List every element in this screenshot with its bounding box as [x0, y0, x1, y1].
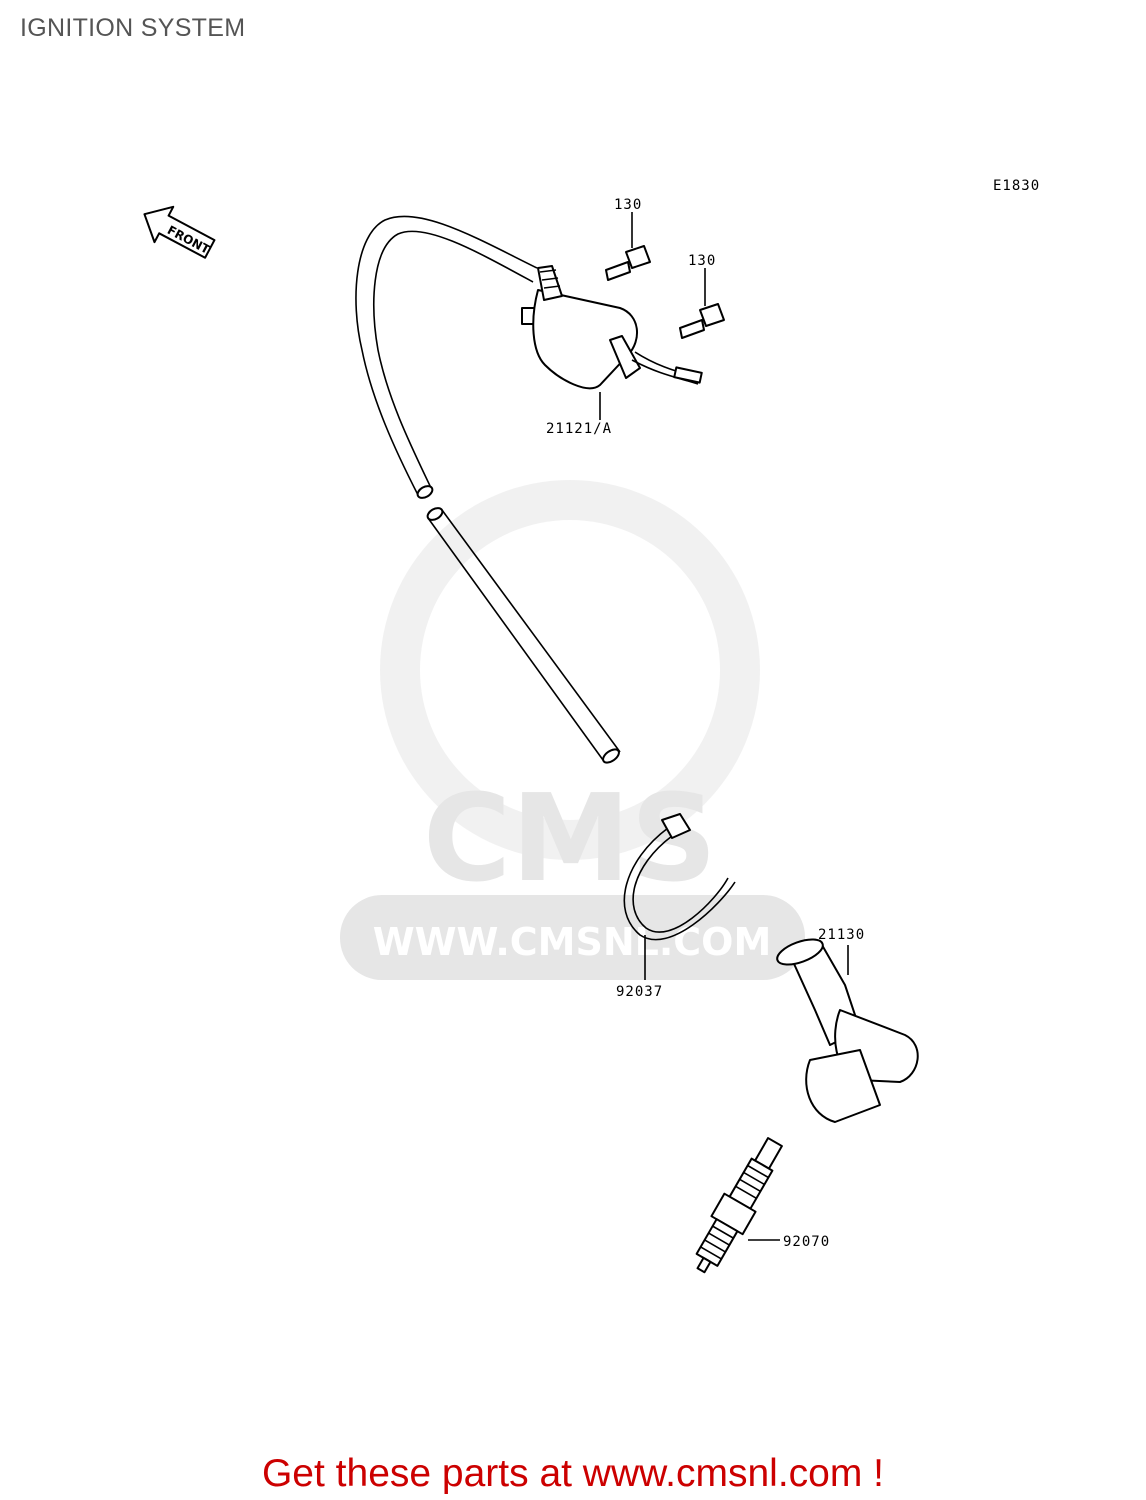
- bolt-1: [605, 212, 651, 281]
- callout-coil: 21121/A: [546, 421, 612, 437]
- footer-parts-link[interactable]: Get these parts at www.cmsnl.com !: [261, 1452, 885, 1495]
- callout-bolt-2: 130: [688, 253, 716, 269]
- watermark-site: WWW.CMSNL.COM: [373, 920, 772, 964]
- spark-plug: [695, 1137, 783, 1274]
- callout-cap: 21130: [818, 927, 865, 943]
- callout-plug: 92070: [783, 1234, 830, 1250]
- ignition-lead-upper: [355, 215, 538, 499]
- callout-clamp: 92037: [616, 984, 663, 1000]
- ignition-lead-lower: [426, 507, 621, 764]
- spark-plug-cap: [776, 938, 919, 1123]
- page-title: IGNITION SYSTEM: [20, 14, 246, 42]
- watermark-brand: CMS: [423, 770, 717, 909]
- watermark-logo: CMS WWW.CMSNL.COM: [340, 480, 805, 980]
- clamp: [623, 813, 736, 980]
- callout-bolt-1: 130: [614, 197, 642, 213]
- ignition-coil: [521, 265, 703, 420]
- bolt-2: [679, 268, 725, 339]
- diagram-code: E1830: [993, 178, 1040, 194]
- front-arrow-icon: FRONT: [143, 205, 216, 259]
